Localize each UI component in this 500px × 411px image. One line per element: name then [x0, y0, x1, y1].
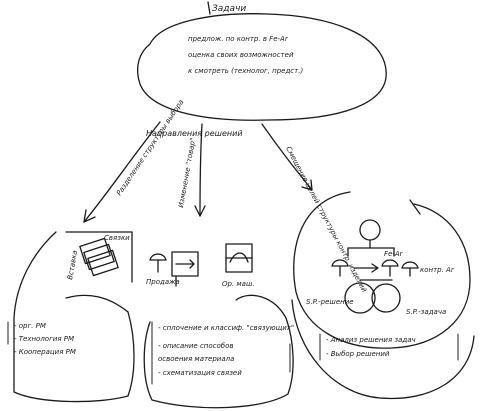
middle-cluster-inner-curve — [235, 294, 287, 319]
s-zad-label: S.P.-задача — [406, 308, 446, 316]
right-arrow-small — [353, 263, 379, 273]
middle-right-box-curve — [229, 252, 249, 263]
arrow-right-line — [261, 123, 313, 191]
left-list-2: - Технология РМ — [14, 335, 74, 343]
middle-cluster: Продажа Ор. маш. - сплочение и классиф. … — [143, 243, 294, 409]
middle-left-box — [171, 251, 199, 277]
left-cluster-inner-curve — [65, 294, 129, 313]
tap-icon — [149, 253, 167, 273]
circle-left — [344, 282, 376, 314]
right-cluster-outline — [293, 191, 471, 349]
middle-left-box-arrow — [175, 259, 195, 269]
arrow-right-label: Смещение целей структуры контр. изделий — [284, 145, 368, 294]
arrow-left-label: Разделение структуры выбора — [115, 98, 185, 197]
middle-list-2: - описание способов — [158, 342, 234, 350]
stack-icon — [79, 237, 119, 277]
top-cloud: Задачи предлож. по контр. в Fe-Ar оценка… — [136, 1, 387, 121]
middle-list-1: - сплочение и классиф. "связующих" — [158, 324, 294, 332]
left-list-3: - Кооперация РМ — [14, 348, 76, 356]
top-item-3: к смотреть (технолог, предст.) — [188, 67, 303, 75]
circle-right — [371, 283, 401, 313]
top-item-2: оценка своих возможностей — [188, 51, 294, 59]
tap-icon-right — [381, 259, 399, 277]
middle-list-4: - схематизация связей — [158, 369, 242, 377]
top-cloud-outline — [136, 13, 387, 121]
right-cluster-lower-outline — [291, 299, 475, 400]
center-label: Направления решений — [146, 129, 243, 138]
arrows — [83, 121, 313, 223]
arrow-middle-line — [199, 123, 203, 217]
left-cluster: Вставка Связки - орг. РМ - Технология РМ… — [7, 231, 135, 403]
arrow-right-head — [301, 179, 313, 191]
right-cluster-tick — [409, 199, 421, 215]
arrow-left-head — [83, 209, 96, 223]
middle-list-3: освоения материала — [158, 355, 234, 363]
right-cluster: Fe-Ar контр. Ar S.P.-решение S.P.-задача… — [291, 191, 475, 400]
middle-right-caption: Ор. маш. — [222, 280, 255, 288]
left-frame-label: Вставка — [66, 250, 79, 281]
top-item-1: предлож. по контр. в Fe-Ar — [188, 35, 289, 43]
s-resh-label: S.P.-решение — [306, 298, 354, 306]
top-cloud-title: Задачи — [212, 4, 246, 14]
tap-icon-left — [331, 259, 349, 277]
kontr-label: контр. Ar — [420, 266, 455, 274]
right-list-1: - Анализ решения задач — [326, 336, 416, 344]
right-list-2: - Выбор решений — [326, 350, 390, 358]
arrow-middle-label: Изменение "товар" — [177, 137, 197, 208]
left-list-1: - орг. РМ — [14, 322, 46, 330]
arrow-left-line — [83, 121, 161, 223]
middle-left-caption: Продажа — [146, 278, 180, 286]
tree-root-node — [359, 219, 381, 241]
middle-cluster-outline — [143, 317, 294, 409]
top-tick — [207, 1, 211, 15]
tap-icon-far — [401, 261, 419, 277]
left-box-label: Связки — [104, 234, 130, 242]
left-cluster-outline — [13, 231, 135, 403]
fe-ar-label: Fe-Ar — [384, 250, 404, 258]
arrow-middle-head — [194, 205, 206, 217]
